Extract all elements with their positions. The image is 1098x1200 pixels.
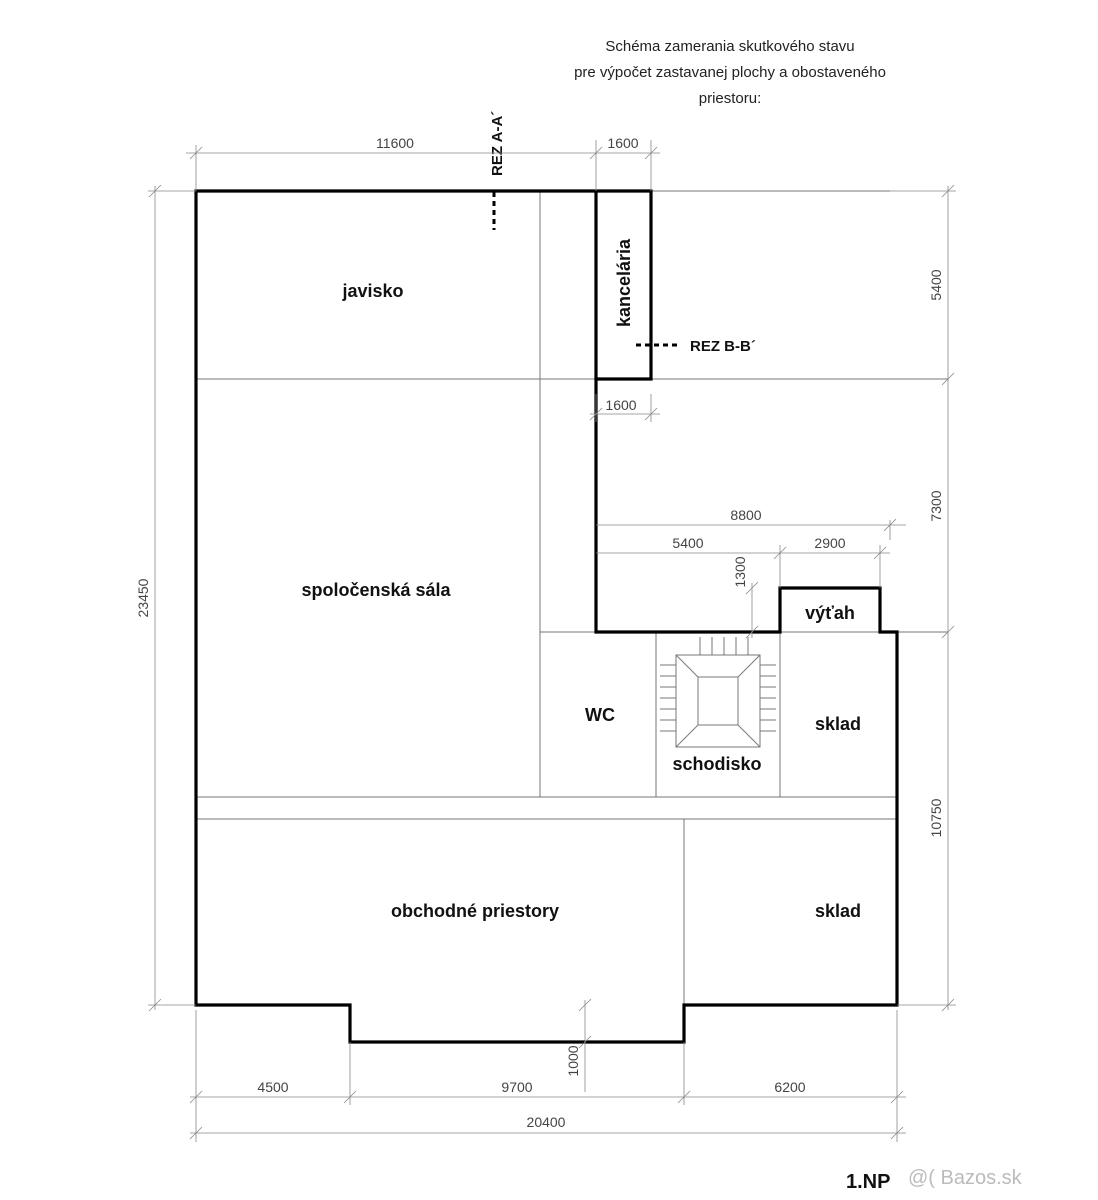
room-label-hall: spoločenská sála bbox=[301, 580, 451, 600]
dimension-bottom-total: 20400 bbox=[189, 1114, 906, 1140]
dimension-lift-split: 5400 2900 bbox=[596, 535, 890, 588]
watermark: @( Bazos.sk bbox=[908, 1167, 1023, 1189]
dimension-label-bottom-right: 6200 bbox=[774, 1079, 805, 1095]
staircase-symbol bbox=[660, 637, 776, 748]
title-line-1: Schéma zamerania skutkového stavu bbox=[605, 38, 855, 55]
dimension-label-bottom-step: 1000 bbox=[565, 1045, 581, 1076]
dimension-label-right-lower: 10750 bbox=[928, 798, 944, 837]
room-label-stairs: schodisko bbox=[672, 754, 761, 774]
plan-title: Schéma zamerania skutkového stavu pre vý… bbox=[520, 34, 940, 112]
interior-partitions bbox=[196, 190, 948, 1005]
title-line-3: priestoru: bbox=[698, 90, 762, 107]
dimension-bottom-chain: 4500 9700 6200 bbox=[189, 1010, 906, 1142]
dimension-label-corridor: 1600 bbox=[605, 397, 636, 413]
dimension-label-left-total: 23450 bbox=[135, 578, 151, 617]
dimension-label-bottom-left: 4500 bbox=[257, 1079, 288, 1095]
dimension-top-total: 11600 bbox=[186, 135, 603, 191]
dimension-bottom-step: 1000 bbox=[565, 998, 592, 1092]
room-label-storage-lower: sklad bbox=[815, 901, 861, 921]
dimension-label-lift-right: 2900 bbox=[814, 535, 845, 551]
room-label-elevator: výťah bbox=[805, 603, 855, 623]
dimension-lift-total: 8800 bbox=[596, 507, 906, 540]
room-label-storage-upper: sklad bbox=[815, 714, 861, 734]
section-a-label: REZ A-A´ bbox=[489, 111, 506, 176]
outer-wall bbox=[194, 189, 899, 1044]
dimension-top-office: 1600 bbox=[595, 135, 660, 191]
dimension-label-bottom-total: 20400 bbox=[527, 1114, 566, 1130]
dimension-label-lift-step: 1300 bbox=[732, 556, 748, 587]
dimension-label-top-office: 1600 bbox=[607, 135, 638, 151]
dimension-label-lift-left: 5400 bbox=[672, 535, 703, 551]
dimension-label-right-upper: 5400 bbox=[928, 269, 944, 300]
dimension-label-right-middle: 7300 bbox=[928, 490, 944, 521]
floor-label: 1.NP bbox=[846, 1171, 890, 1193]
dimension-left-total: 23450 bbox=[135, 184, 196, 1012]
title-line-2: pre výpočet zastavanej plochy a obostave… bbox=[574, 64, 886, 81]
room-label-wc: WC bbox=[585, 705, 615, 725]
dimension-label-top-total: 11600 bbox=[376, 135, 414, 151]
section-b-label: REZ B-B´ bbox=[690, 338, 756, 355]
dimension-corridor: 1600 bbox=[589, 394, 660, 422]
dimension-right-chain: 5400 7300 10750 bbox=[890, 184, 956, 1012]
dimension-label-lift-total: 8800 bbox=[730, 507, 761, 523]
room-label-stage: javisko bbox=[341, 281, 403, 301]
dimension-label-bottom-middle: 9700 bbox=[501, 1079, 532, 1095]
room-label-office: kancelária bbox=[614, 238, 634, 327]
room-label-shops: obchodné priestory bbox=[391, 901, 559, 921]
dimension-lift-step: 1300 bbox=[732, 556, 759, 639]
